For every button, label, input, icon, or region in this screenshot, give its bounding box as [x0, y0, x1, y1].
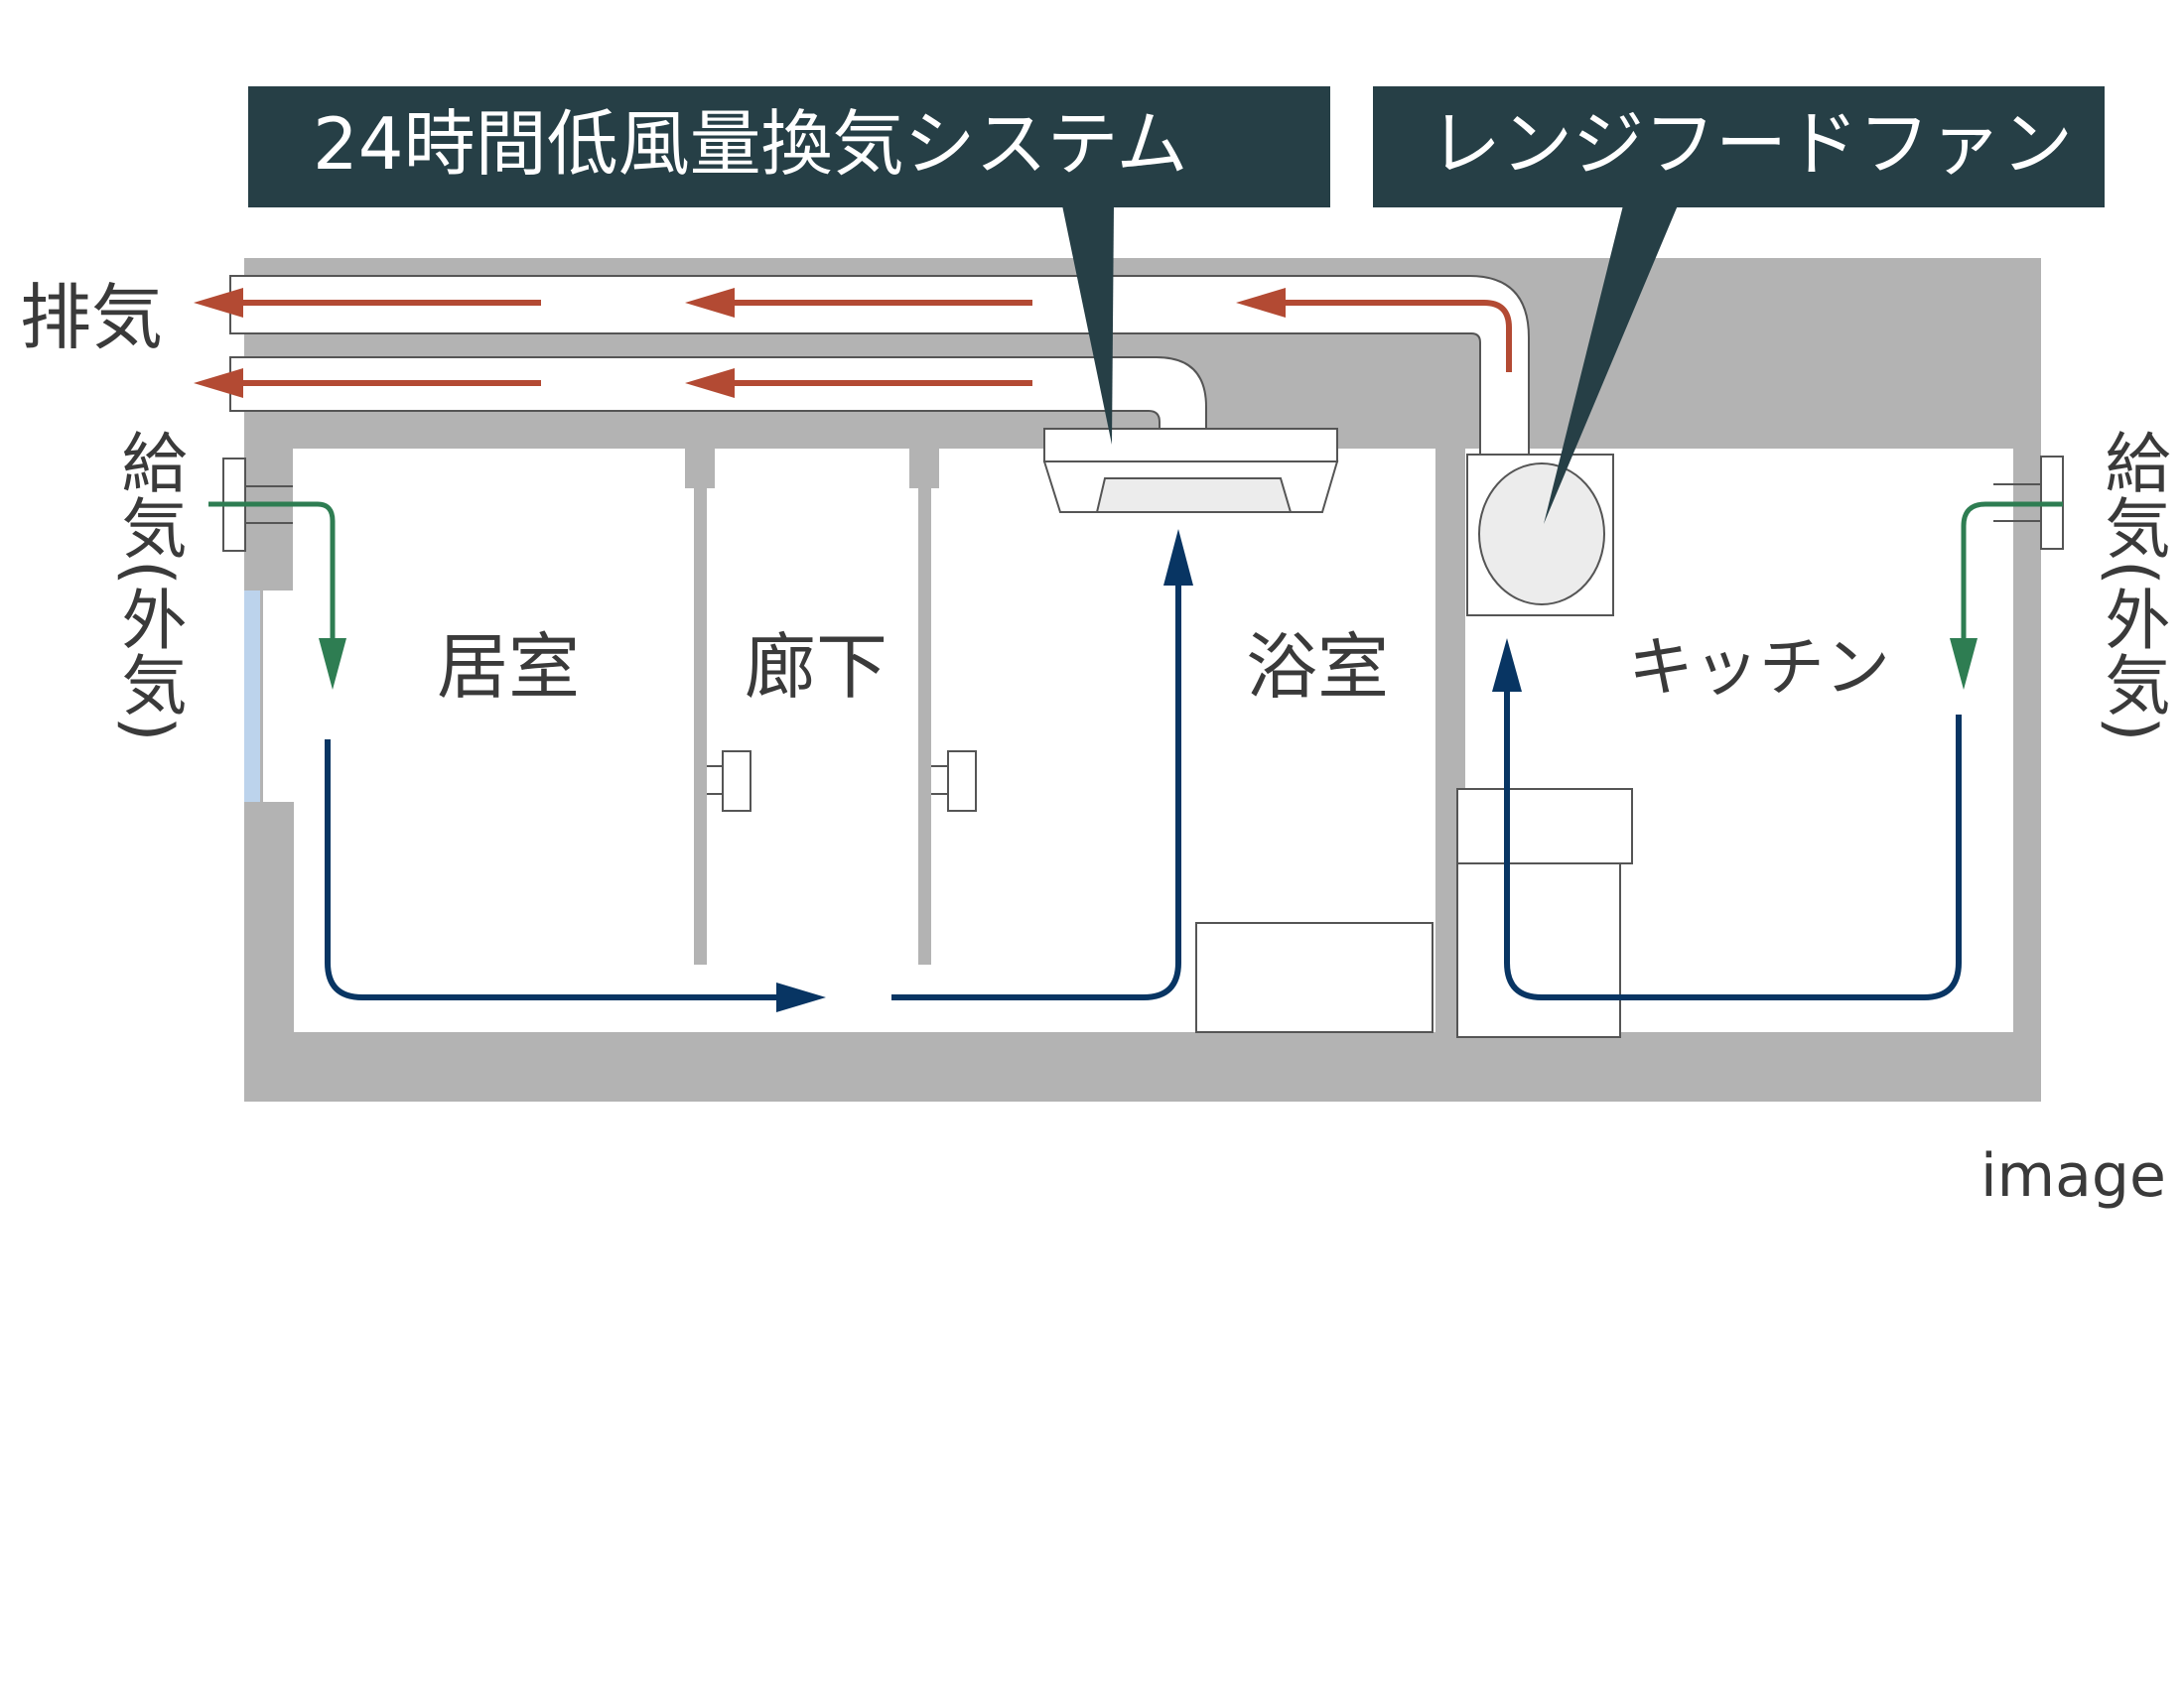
callout-range-hood-text: レンジフードファン: [1430, 102, 2073, 186]
callout-range-hood: レンジフードファン: [1373, 86, 2105, 524]
arrow-left-icon: [685, 288, 735, 318]
arrow-icon: [776, 983, 826, 1012]
callout-range-hood-box: [1373, 86, 2105, 207]
flow-arrows: [325, 529, 1962, 1012]
supply-label-left: 給気(外気): [111, 429, 188, 742]
window: [244, 591, 260, 802]
door-handle-2: [947, 750, 977, 812]
partition-wall-2-stem: [918, 488, 931, 965]
fan-icon: [1478, 462, 1605, 605]
kitchen-counter: [1456, 862, 1621, 1038]
left-wall-lower-segment: [244, 802, 294, 1032]
arrow-left-icon: [194, 368, 243, 398]
room-label-kitchen: キッチン: [1628, 629, 1890, 706]
supply-label-right: 給気(外気): [2095, 429, 2171, 742]
supply-arrow-right: [1961, 501, 2063, 645]
supply-arrows: [208, 501, 2063, 690]
callout-system: 24時間低風量換気システム: [248, 86, 1330, 445]
arrow-down-icon: [319, 638, 346, 690]
callout-system-text: 24時間低風量換気システム: [313, 102, 1187, 186]
arrow-left-icon: [1236, 288, 1286, 318]
exhaust-arrows: [194, 288, 1512, 398]
arrow-icon: [1492, 638, 1522, 692]
room-label-bathroom: 浴室: [1246, 625, 1389, 709]
system-ceiling-unit: [1043, 428, 1338, 462]
duct-upper: [229, 275, 1530, 456]
arrow-left-icon: [194, 288, 243, 318]
arrow-left-icon: [685, 368, 735, 398]
partition-wall-1-stem: [694, 488, 707, 965]
room-label-living: 居室: [437, 625, 580, 709]
partition-wall-2: [909, 449, 939, 488]
bathtub: [1195, 922, 1433, 1033]
callout-system-box: [248, 86, 1330, 207]
callout-system-pointer: [1062, 205, 1114, 445]
flow-arrow-kitchen: [1504, 690, 1962, 1000]
callout-range-hood-pointer: [1544, 205, 1678, 524]
image-note: image: [1980, 1141, 2166, 1211]
flow-arrow-living-to-hall: [325, 739, 784, 1000]
exhaust-arrow-upper-3: [1271, 300, 1512, 372]
system-grille-vent: [1095, 477, 1293, 513]
arrow-down-icon: [1950, 638, 1978, 690]
door-handle-1: [722, 750, 751, 812]
arrow-icon: [1163, 529, 1193, 586]
flow-arrow-hall-to-bath: [891, 581, 1181, 1000]
supply-arrow-left: [208, 501, 336, 645]
room-label-hallway: 廊下: [745, 625, 887, 709]
kitchen-counter-top: [1456, 788, 1633, 864]
partition-wall-1: [685, 449, 715, 488]
exhaust-label: 排気: [20, 276, 163, 359]
